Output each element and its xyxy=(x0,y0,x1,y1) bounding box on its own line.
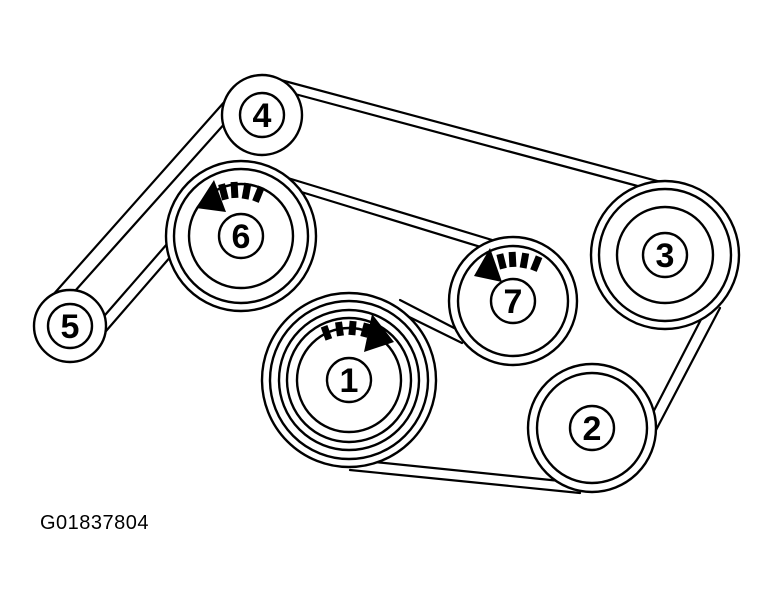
arrow-dash xyxy=(348,320,357,336)
pulley-6: 6 xyxy=(164,159,318,313)
belt-segment-4-3-outer xyxy=(260,73,667,185)
arrow-dash xyxy=(519,252,530,269)
rotation-arrow-pulley-6 xyxy=(196,180,265,212)
arrow-head xyxy=(364,314,394,352)
pulley-7-hub xyxy=(489,277,537,325)
belt-segment-4-5-inner xyxy=(56,110,237,312)
arrow-dash xyxy=(252,185,265,203)
pulley-4-hub xyxy=(238,91,286,139)
pulley-5-hub xyxy=(46,302,94,350)
arrow-dash xyxy=(320,325,333,341)
arrow-dash xyxy=(496,253,507,270)
pulley-4: 4 xyxy=(220,73,304,157)
pulley-1-hub xyxy=(325,356,373,404)
pulley-2-label: 2 xyxy=(583,410,602,448)
belt-segment-4-5-outer xyxy=(42,98,228,307)
arrow-head xyxy=(474,248,502,282)
arrow-dash xyxy=(335,321,344,337)
pulley-3: 3 xyxy=(589,179,741,331)
arrow-dash xyxy=(218,183,229,201)
arrow-dash xyxy=(508,251,517,268)
pulley-3-label: 3 xyxy=(656,237,675,275)
pulley-4-label: 4 xyxy=(253,97,272,135)
pulley-5: 5 xyxy=(32,288,108,364)
pulley-1-label: 1 xyxy=(340,362,359,400)
pulley-6-label: 6 xyxy=(232,218,251,256)
rotation-arrow-pulley-1 xyxy=(320,314,394,352)
belt-segment-7-1-inner xyxy=(398,298,460,332)
pulley-5-label: 5 xyxy=(61,308,80,346)
belt-segment-2-3-outer xyxy=(653,306,722,434)
belt-segment-6-7-inner xyxy=(270,181,512,258)
pulley-7-label: 7 xyxy=(504,283,523,321)
belt-segment-1-2-outer xyxy=(348,468,582,495)
rotation-arrow-pulley-7 xyxy=(474,248,543,282)
belt-segment-5-6-outer xyxy=(98,253,174,340)
pulley-2: 2 xyxy=(526,362,658,494)
pulley-6-hub xyxy=(217,212,265,260)
arrow-dash xyxy=(530,255,543,272)
arrow-head xyxy=(196,180,226,212)
belt-segment-2-3-inner xyxy=(643,300,712,430)
belt-segment-1-2-inner xyxy=(353,458,572,484)
arrow-dash xyxy=(230,181,239,199)
figure-id: G01837804 xyxy=(40,512,150,534)
belt-segment-4-3-inner xyxy=(278,88,662,194)
belt-segment-6-7-outer xyxy=(266,170,527,252)
pulley-3-hub xyxy=(641,231,689,279)
pulley-2-hub xyxy=(568,404,616,452)
arrow-dash xyxy=(241,182,252,200)
pulley-1: 1 xyxy=(260,291,438,469)
